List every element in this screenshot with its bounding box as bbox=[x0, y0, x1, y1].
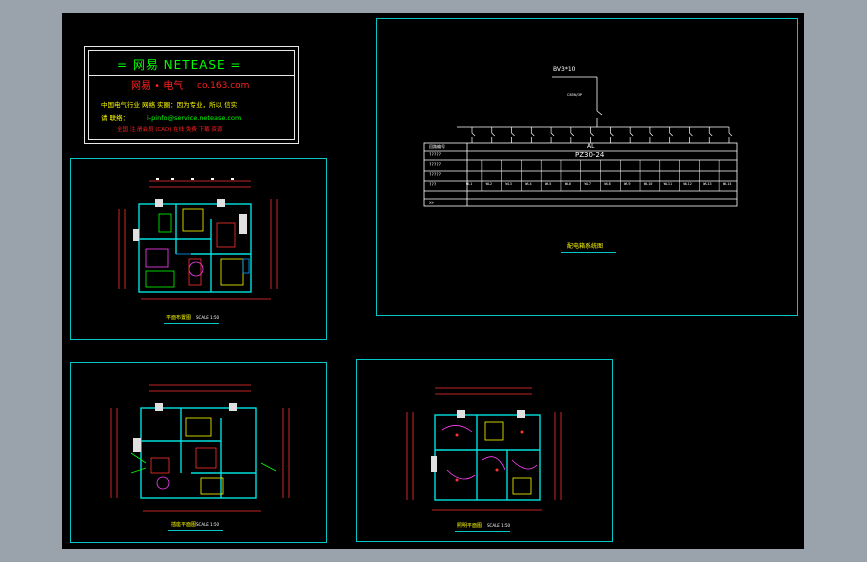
row-label-2: ????? bbox=[429, 152, 442, 157]
branch-circuit-2 bbox=[491, 127, 496, 143]
row-label-1: 回路编号 bbox=[429, 144, 445, 149]
branch-circuit-7 bbox=[590, 127, 594, 143]
title-block: = 网易 NETEASE = 网易 • 电气 co.163.com 中国电气行业… bbox=[84, 46, 299, 144]
panel-id: AL bbox=[587, 143, 595, 150]
row-label-6: >> bbox=[429, 200, 434, 205]
circuit-id-12: WL12 bbox=[683, 182, 692, 186]
title-line-2-email: i-pinfo@service.netease.com bbox=[147, 114, 242, 122]
circuit-id-3: WL3 bbox=[505, 182, 512, 186]
plan-sheet-3[interactable]: 照明平面图 SCALE 1:50 bbox=[356, 359, 613, 542]
plan-1-label-underline bbox=[164, 323, 219, 324]
floor-plan-2-drawing bbox=[110, 384, 290, 512]
schematic-caption: 配电箱系统图 bbox=[567, 243, 604, 250]
branch-circuit-4 bbox=[530, 127, 535, 143]
row-label-3: ????? bbox=[429, 162, 442, 167]
branch-circuit-14 bbox=[728, 127, 733, 143]
plan-2-scale: SCALE 1:50 bbox=[196, 522, 220, 527]
circuit-id-1: WL1 bbox=[466, 182, 473, 186]
schematic-sheet[interactable]: BV3*10 C65N/3P AL PZ30-24 回路编号 ????? ???… bbox=[376, 18, 798, 316]
branch-circuit-10 bbox=[649, 127, 654, 143]
title-divider bbox=[89, 75, 294, 76]
circuit-id-11: WL11 bbox=[663, 182, 673, 186]
plan-2-label: 插座平面图 bbox=[171, 522, 197, 528]
circuit-id-10: WL10 bbox=[643, 182, 653, 186]
main-breaker-label: C65N/3P bbox=[567, 93, 583, 97]
brand-url: co.163.com bbox=[197, 81, 250, 91]
row-label-5: ??? bbox=[429, 182, 437, 187]
title-block-title: = 网易 NETEASE = bbox=[117, 58, 242, 72]
plan-3-label-underline bbox=[455, 531, 510, 532]
circuit-id-13: WL13 bbox=[703, 182, 712, 186]
title-block-inner-frame: = 网易 NETEASE = 网易 • 电气 co.163.com 中国电气行业… bbox=[88, 50, 295, 140]
distribution-schematic bbox=[423, 76, 738, 207]
branch-circuit-6 bbox=[570, 127, 575, 143]
floor-plan-1-drawing bbox=[118, 178, 278, 300]
branch-circuit-5 bbox=[550, 127, 555, 143]
schematic-caption-underline bbox=[561, 252, 616, 253]
branch-circuit-1 bbox=[471, 127, 476, 143]
circuit-id-9: WL9 bbox=[624, 182, 631, 186]
plan-1-scale: SCALE 1:50 bbox=[196, 315, 220, 320]
plan-sheet-2[interactable]: 插座平面图 SCALE 1:50 bbox=[70, 362, 327, 543]
brand-subtitle: 网易 • 电气 bbox=[131, 81, 184, 92]
circuit-id-4: WL4 bbox=[525, 182, 532, 186]
title-line-1: 中国电气行业 网络 实圈：因为专业，所以 信实 bbox=[101, 101, 238, 109]
branch-circuit-11 bbox=[669, 127, 673, 143]
circuit-id-2: WL2 bbox=[485, 182, 493, 186]
branch-circuit-12 bbox=[689, 127, 693, 143]
circuit-id-8: WL8 bbox=[604, 182, 611, 186]
branch-circuit-9 bbox=[629, 127, 634, 143]
incoming-cable-label: BV3*10 bbox=[553, 66, 576, 73]
plan-2-label-underline bbox=[168, 530, 223, 531]
cad-drawing-canvas[interactable]: = 网易 NETEASE = 网易 • 电气 co.163.com 中国电气行业… bbox=[62, 13, 804, 549]
floor-plan-3-drawing bbox=[406, 387, 562, 511]
plan-3-label: 照明平面图 bbox=[457, 523, 483, 529]
plan-3-scale: SCALE 1:50 bbox=[487, 523, 511, 528]
branch-circuit-13 bbox=[708, 127, 713, 143]
row-label-4: ????? bbox=[429, 172, 442, 177]
panel-model: PZ30-24 bbox=[575, 151, 605, 159]
plan-sheet-1[interactable]: 平面布置图 SCALE 1:50 bbox=[70, 158, 327, 340]
circuit-id-5: WL5 bbox=[545, 182, 552, 186]
title-line-2-label: 请 联络： bbox=[101, 114, 130, 122]
branch-circuit-8 bbox=[610, 127, 614, 143]
plan-1-label: 平面布置图 bbox=[166, 315, 192, 321]
circuit-id-7: WL7 bbox=[584, 182, 591, 186]
circuit-id-14: WL14 bbox=[723, 182, 732, 186]
branch-circuit-3 bbox=[511, 127, 515, 143]
title-line-3: 全国 注 册会员 (CAD) 在线 免费 下载 资源 bbox=[117, 127, 223, 133]
circuit-id-6: WL6 bbox=[564, 182, 572, 186]
